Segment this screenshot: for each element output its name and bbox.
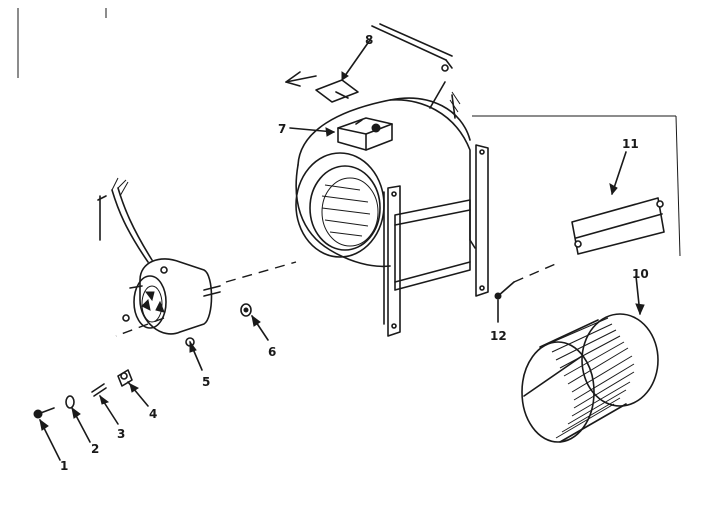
- callout-12: 12: [490, 329, 507, 343]
- part-2-washer: [65, 395, 91, 443]
- callout-5: 5: [202, 375, 210, 389]
- part-10-blower-wheel: [521, 275, 659, 443]
- callout-7: 7: [278, 122, 286, 136]
- top-rail: [371, 23, 453, 72]
- callout-3: 3: [117, 427, 125, 441]
- callout-11: 11: [622, 137, 639, 151]
- motor: [97, 177, 221, 335]
- part-4-spacer: [117, 369, 149, 407]
- part-5-grommet: [185, 337, 203, 371]
- callout-4: 4: [149, 407, 157, 421]
- part-7-control-box: [289, 117, 393, 151]
- callout-2: 2: [91, 442, 99, 456]
- part-6-bushing: [240, 303, 269, 341]
- callout-8: 8: [365, 33, 373, 47]
- part-11-baffle-strip: [472, 115, 681, 257]
- margin-marks: [17, 8, 107, 78]
- part-3-pin: [91, 383, 119, 425]
- callout-6: 6: [268, 345, 276, 359]
- blower-housing: [295, 81, 489, 337]
- shaft-centerline: [115, 261, 297, 337]
- part-12-screw: [494, 261, 561, 323]
- callout-10: 10: [632, 267, 649, 281]
- part-1-bolt: [33, 407, 61, 461]
- part-8-cover-plate: [285, 39, 371, 103]
- callout-1: 1: [60, 459, 68, 473]
